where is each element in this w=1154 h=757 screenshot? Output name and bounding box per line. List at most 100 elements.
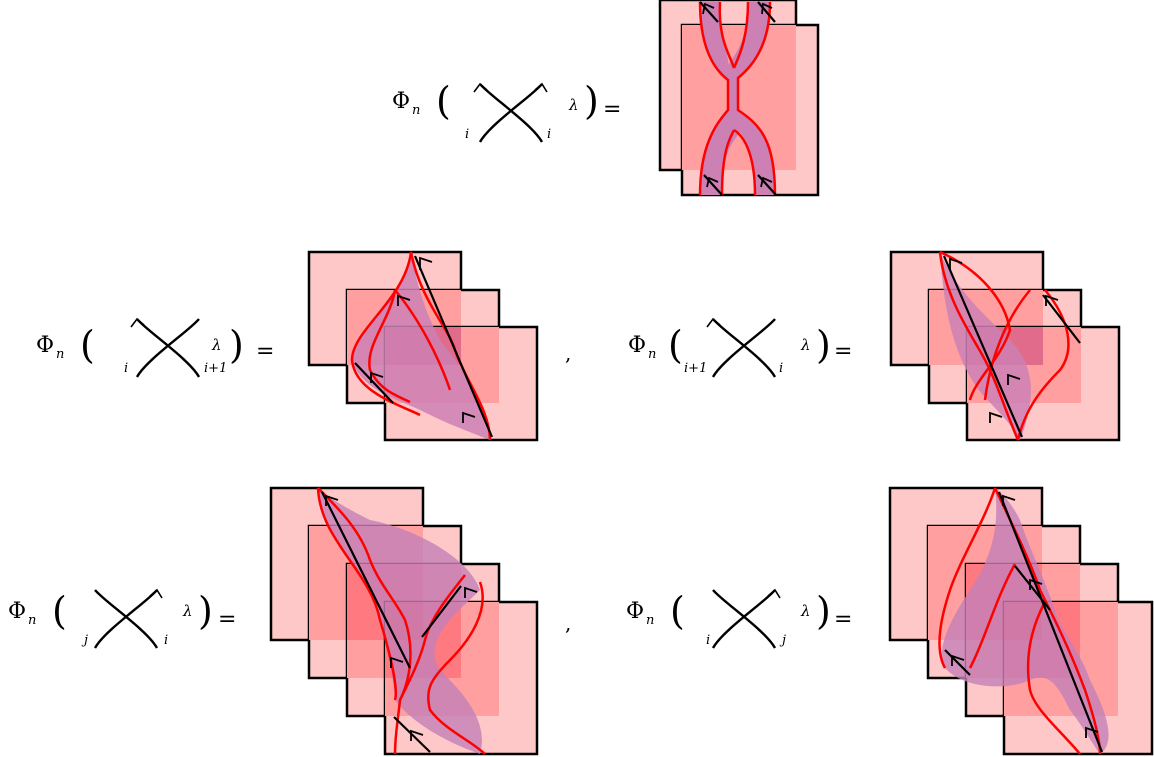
equation-1: Φ n ( i i+1 λ ) = xyxy=(36,250,571,442)
arrow-icon xyxy=(989,411,1003,423)
edge-line xyxy=(944,649,971,676)
crossing-strand-b xyxy=(94,589,159,649)
crossing-strand-b xyxy=(712,589,777,649)
arrow-icon xyxy=(397,294,411,306)
ribbon-region xyxy=(352,252,490,440)
phi-symbol: Φ xyxy=(626,599,644,624)
seam-line xyxy=(1016,289,1070,441)
seam-line xyxy=(720,129,736,196)
seam-line xyxy=(993,487,1102,755)
edge-line xyxy=(699,1,719,23)
equation-0-lhs: Φ n ( i i λ ) = xyxy=(392,79,621,143)
arrow-up-icon xyxy=(534,82,548,93)
seam-line xyxy=(1026,601,1081,755)
close-paren: ) xyxy=(816,323,831,367)
arrow-icon xyxy=(1002,494,1016,506)
edge-line xyxy=(413,255,494,438)
weight-label: λ xyxy=(800,336,811,354)
weight-label: λ xyxy=(568,96,579,114)
seam-line xyxy=(732,1,750,69)
weight-label: λ xyxy=(182,602,193,620)
seam-line xyxy=(983,289,1031,401)
foam-diagram-1 xyxy=(307,250,539,442)
strand-label-left: i+1 xyxy=(684,361,707,376)
edge-line xyxy=(703,174,723,196)
open-paren: ( xyxy=(668,323,683,367)
equation-2: Φ n ( i+1 i λ ) = xyxy=(628,250,1121,442)
arrow-icon xyxy=(462,411,476,423)
strand-label-left: i xyxy=(465,127,469,142)
seam-line xyxy=(968,563,1017,669)
arrow-icon xyxy=(1007,373,1021,385)
seam-line xyxy=(939,250,1012,401)
equals-sign: = xyxy=(603,97,621,122)
equation-3: Φ n ( j i λ ) = xyxy=(8,486,571,756)
edge-line xyxy=(1042,294,1081,344)
crossing-symbol xyxy=(706,317,777,378)
arrow-icon xyxy=(760,176,773,188)
phi-symbol: Φ xyxy=(628,333,646,358)
seam-line xyxy=(316,487,397,701)
phi-subscript: n xyxy=(28,613,36,628)
seam-line xyxy=(317,487,412,755)
phi-symbol: Φ xyxy=(8,599,26,624)
equation-1-lhs: Φ n ( i i+1 λ ) = xyxy=(36,317,274,378)
arrow-icon xyxy=(706,176,719,188)
arrow-icon xyxy=(1085,726,1099,738)
foam-diagram-0 xyxy=(658,0,820,197)
close-paren: ) xyxy=(584,79,599,123)
seam-line xyxy=(394,289,452,391)
strand-label-left: i xyxy=(124,361,128,376)
phi-subscript: n xyxy=(412,103,420,118)
seam-line xyxy=(398,574,466,701)
seam-line xyxy=(368,289,411,404)
seam-line xyxy=(733,128,757,196)
close-paren: ) xyxy=(229,323,244,367)
seam-line xyxy=(938,487,997,669)
weight-label: λ xyxy=(211,336,222,354)
arrow-icon xyxy=(464,586,478,598)
edge-line xyxy=(997,491,1104,753)
equation-3-lhs: Φ n ( j i λ ) = xyxy=(8,588,236,649)
open-paren: ( xyxy=(436,79,451,123)
strand-label-right: i xyxy=(547,127,551,142)
strand-label-right: i xyxy=(164,633,168,648)
ribbon-region xyxy=(318,488,482,754)
open-paren: ( xyxy=(52,589,67,633)
arrow-up-icon xyxy=(706,317,721,328)
foam-diagram-3 xyxy=(269,486,539,756)
weight-label: λ xyxy=(800,602,811,620)
phi-subscript: n xyxy=(646,613,654,628)
ribbon-region xyxy=(941,488,1109,754)
crossing-symbol xyxy=(473,82,548,143)
arrow-icon xyxy=(370,371,384,383)
seam-line xyxy=(938,251,1020,441)
foam-diagram-2 xyxy=(889,250,1121,442)
edge-line xyxy=(942,255,1024,438)
equation-4-lhs: Φ n ( i j λ ) = xyxy=(626,588,852,649)
strand-label-right: i xyxy=(779,361,783,376)
phi-symbol: Φ xyxy=(36,333,54,358)
separator-comma: , xyxy=(565,341,571,365)
arrow-up-icon xyxy=(767,588,781,599)
seam-line xyxy=(698,1,730,196)
arrow-up-icon xyxy=(473,82,488,93)
arrow-icon xyxy=(949,257,963,270)
seam-line xyxy=(718,1,736,69)
separator-comma: , xyxy=(565,611,571,635)
edge-line xyxy=(421,585,462,638)
equals-sign: = xyxy=(834,607,852,632)
equation-0: Φ n ( i i λ ) = xyxy=(392,0,820,197)
close-paren: ) xyxy=(198,589,213,633)
phi-symbol: Φ xyxy=(392,89,410,114)
phi-subscript: n xyxy=(56,347,64,362)
equation-2-lhs: Φ n ( i+1 i λ ) = xyxy=(628,317,852,378)
arrow-icon xyxy=(410,729,424,741)
close-paren: ) xyxy=(816,589,831,633)
edge-line xyxy=(1014,565,1051,611)
edge-line xyxy=(757,174,777,196)
seam-line xyxy=(736,1,777,196)
arrow-icon xyxy=(702,2,715,15)
foam-diagram-4 xyxy=(888,486,1154,756)
